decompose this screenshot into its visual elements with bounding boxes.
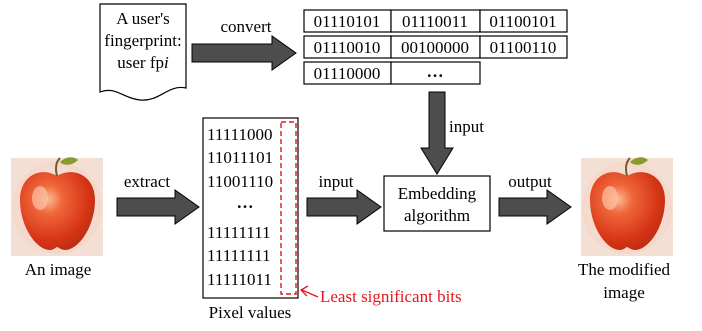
pixel-ellipsis: … xyxy=(237,193,254,212)
fingerprint-line-3: user fpi xyxy=(117,53,169,72)
bits-cell xyxy=(479,35,568,59)
output-arrow: output xyxy=(498,172,572,225)
bits-value: 01110011 xyxy=(402,12,468,31)
embedding-algorithm-box: Embedding algorithm xyxy=(383,175,491,232)
embedding-frame xyxy=(383,175,491,232)
apple-leaf-shape-icon xyxy=(630,157,648,165)
bits-value: 01100110 xyxy=(490,38,557,57)
lsb-highlight-box xyxy=(280,121,297,295)
pixel-values-frame xyxy=(202,117,299,299)
input-down-arrow-shape xyxy=(420,91,454,175)
source-image-caption: An image xyxy=(25,260,92,279)
fingerprint-line-2: fingerprint: xyxy=(104,31,181,50)
extract-label: extract xyxy=(124,172,171,191)
fingerprint-line-1: A user's xyxy=(116,9,170,28)
pixel-value: 11001110 xyxy=(207,172,273,191)
input-mid-arrow: input xyxy=(306,172,382,225)
pixel-value: 11111111 xyxy=(207,246,271,265)
bits-value: 01100101 xyxy=(489,12,556,31)
bits-cell xyxy=(479,9,568,33)
apple-leaf-shape-icon xyxy=(60,157,78,165)
convert-label: convert xyxy=(221,17,272,36)
lsb-pointer-line xyxy=(301,289,319,298)
pixel-value: 11111011 xyxy=(207,270,272,289)
document-shape xyxy=(99,3,187,101)
extract-arrow-shape xyxy=(116,189,200,225)
fingerprint-document: A user's fingerprint: user fpi xyxy=(99,3,187,101)
lsb-pointer-arrowhead xyxy=(299,285,309,297)
bits-value: 01110010 xyxy=(314,38,381,57)
modified-caption-line-2: image xyxy=(603,283,645,302)
extract-arrow: extract xyxy=(116,172,200,225)
lsb-annotation: Least significant bits xyxy=(299,285,462,306)
pixel-value: 11111000 xyxy=(207,125,272,144)
bits-table: 01110101 01110011 01100101 01110010 0010… xyxy=(303,9,568,85)
fingerprint-user-fp: user fp xyxy=(117,53,164,72)
pixel-value: 11011101 xyxy=(207,148,273,167)
embedding-line-2: algorithm xyxy=(404,206,470,225)
input-mid-label: input xyxy=(319,172,354,191)
bits-value: 01110101 xyxy=(314,12,381,31)
output-arrow-shape xyxy=(498,189,572,225)
convert-arrow: convert xyxy=(191,17,297,71)
pixel-value: 11111111 xyxy=(207,223,271,242)
embedding-line-1: Embedding xyxy=(398,184,477,203)
lsb-label: Least significant bits xyxy=(320,287,462,306)
bits-cell xyxy=(390,61,481,85)
bits-value: 00100000 xyxy=(401,38,469,57)
bits-ellipsis: … xyxy=(427,62,444,81)
apple-leaf-icon xyxy=(55,157,61,177)
bits-value: 01110000 xyxy=(314,64,381,83)
apple-leaf-icon xyxy=(625,157,631,177)
output-label: output xyxy=(508,172,552,191)
pixel-values-caption: Pixel values xyxy=(209,303,292,322)
source-image: An image xyxy=(11,157,103,279)
modified-image: The modified image xyxy=(578,157,673,302)
apple-highlight-icon xyxy=(32,186,48,210)
modified-caption-line-1: The modified xyxy=(578,260,671,279)
input-down-arrow: input xyxy=(420,91,484,175)
apple-highlight-icon xyxy=(602,186,618,210)
convert-arrow-shape xyxy=(191,35,297,71)
pixel-values-box: 11111000 11011101 11001110 … 11111111 11… xyxy=(202,117,299,322)
input-mid-arrow-shape xyxy=(306,189,382,225)
fingerprint-index: i xyxy=(164,53,169,72)
input-top-label: input xyxy=(449,117,484,136)
